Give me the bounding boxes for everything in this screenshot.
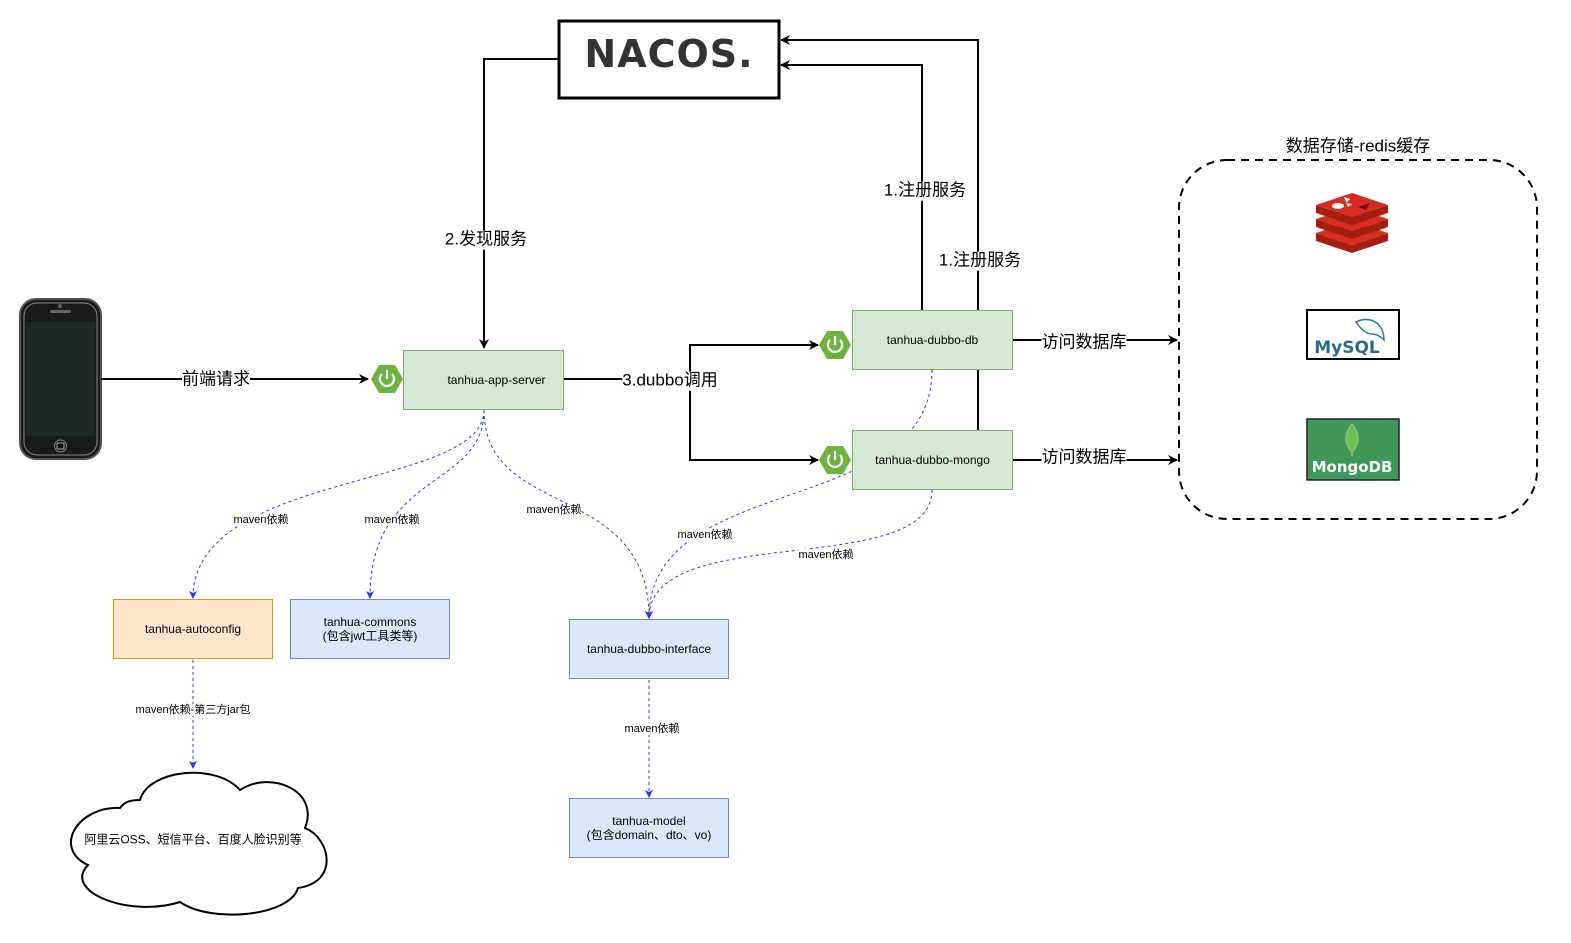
node-model-label: tanhua-model xyxy=(612,814,686,828)
label-access-db-2: 访问数据库 xyxy=(1041,447,1127,468)
node-app-server-label: tanhua-app-server xyxy=(447,373,546,387)
spring-icon xyxy=(819,331,851,359)
node-dubbo-interface: tanhua-dubbo-interface xyxy=(569,619,729,679)
label-maven-dep-commons: maven依赖 xyxy=(364,513,420,527)
label-maven-dep-interface-db: maven依赖 xyxy=(677,528,733,542)
mongodb-logo: MongoDB xyxy=(1306,418,1400,481)
label-maven-dep-interface-mongo: maven依赖 xyxy=(798,548,854,562)
smartphone-icon xyxy=(19,298,102,460)
label-maven-dep-autoconfig: maven依赖 xyxy=(233,513,289,527)
label-access-db-1: 访问数据库 xyxy=(1041,332,1127,353)
label-discover-service: 2.发现服务 xyxy=(444,229,528,250)
edge-dep-autoconfig xyxy=(189,409,485,599)
node-dubbo-db-label: tanhua-dubbo-db xyxy=(886,333,979,347)
node-dubbo-db: tanhua-dubbo-db xyxy=(852,310,1013,370)
node-model: tanhua-model (包含domain、dto、vo) xyxy=(569,798,729,858)
mysql-logo: MySQL xyxy=(1306,309,1400,360)
label-maven-dep-model: maven依赖 xyxy=(624,722,680,736)
label-maven-dep-interface-app: maven依赖 xyxy=(526,503,582,517)
redis-icon xyxy=(1316,193,1388,253)
label-register-service-mongo: 1.注册服务 xyxy=(938,250,1022,271)
node-model-sublabel: (包含domain、dto、vo) xyxy=(586,828,712,842)
node-dubbo-mongo: tanhua-dubbo-mongo xyxy=(852,430,1013,490)
label-register-service-db: 1.注册服务 xyxy=(883,180,967,201)
node-dubbo-interface-label: tanhua-dubbo-interface xyxy=(586,642,712,656)
node-commons-sublabel: (包含jwt工具类等) xyxy=(322,629,418,643)
storage-title: 数据存储-redis缓存 xyxy=(1285,136,1431,156)
svg-text:MySQL: MySQL xyxy=(1314,338,1380,358)
nacos-box: NACOS. xyxy=(557,19,781,100)
cloud-shape xyxy=(69,771,328,916)
svg-text:MongoDB: MongoDB xyxy=(1312,458,1393,476)
edge-dep-interface-db xyxy=(645,369,933,619)
node-commons: tanhua-commons (包含jwt工具类等) xyxy=(290,599,450,659)
edge-dep-interface-app xyxy=(483,409,653,619)
label-dubbo-call: 3.dubbo调用 xyxy=(622,370,718,391)
label-frontend-request: 前端请求 xyxy=(182,369,250,390)
edge-register-mongo xyxy=(780,35,979,430)
node-autoconfig-label: tanhua-autoconfig xyxy=(144,622,242,636)
spring-icon xyxy=(371,365,403,393)
node-autoconfig: tanhua-autoconfig xyxy=(113,599,273,659)
edge-dep-commons xyxy=(366,409,485,599)
node-app-server: tanhua-app-server xyxy=(403,350,564,410)
spring-icon xyxy=(819,446,851,474)
edge-register-db xyxy=(780,60,923,310)
edge-dep-interface-mongo xyxy=(645,489,933,619)
storage-container xyxy=(1178,159,1538,520)
node-commons-label: tanhua-commons xyxy=(323,615,417,629)
cloud-label: 阿里云OSS、短信平台、百度人脸识别等 xyxy=(84,832,302,847)
edge-discover-service xyxy=(479,58,559,349)
node-dubbo-mongo-label: tanhua-dubbo-mongo xyxy=(875,453,990,467)
edge-dubbo-call-mongo xyxy=(689,379,819,465)
edge-dubbo-call-db xyxy=(689,340,819,379)
nacos-logo: NACOS. xyxy=(584,32,753,76)
label-maven-dep-third-party: maven依赖-第三方jar包 xyxy=(135,703,251,717)
